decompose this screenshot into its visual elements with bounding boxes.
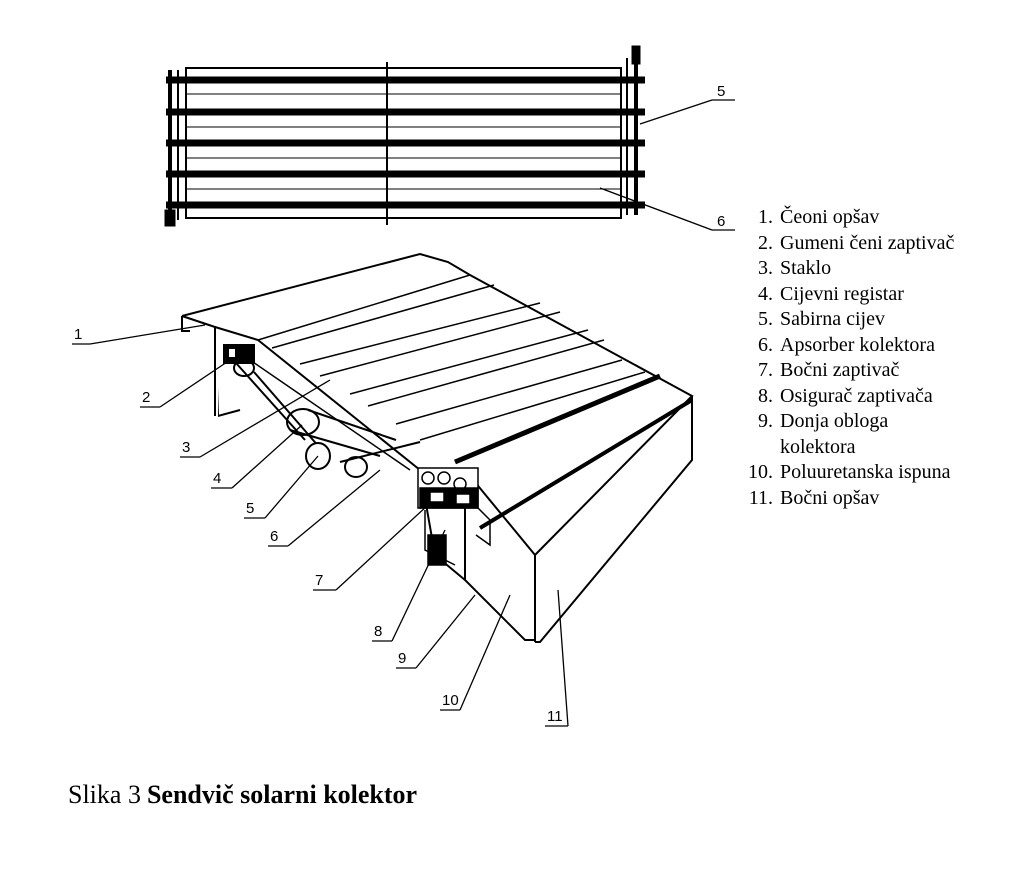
callout-2: 2 xyxy=(142,389,151,406)
pipes xyxy=(233,359,421,478)
legend-item: 2.Gumeni čeni zaptivač xyxy=(758,231,955,254)
legend-item: 6.Apsorber kolektora xyxy=(758,333,935,356)
legend-list: 1.Čeoni opšav 2.Gumeni čeni zaptivač 3.S… xyxy=(733,205,954,511)
leader-lines xyxy=(72,324,569,727)
top-view-register xyxy=(164,45,735,231)
callout-4: 4 xyxy=(213,470,222,487)
glass-lines xyxy=(257,274,646,441)
callout-5-top: 5 xyxy=(717,83,726,100)
callout-8: 8 xyxy=(374,623,383,640)
register-tubes xyxy=(166,76,645,209)
caption-prefix: Slika 3 xyxy=(68,780,141,809)
callout-9: 9 xyxy=(398,650,407,667)
legend-item: 4.Cijevni registar xyxy=(758,282,904,305)
legend-item: 5.Sabirna cijev xyxy=(758,308,885,330)
callout-5: 5 xyxy=(246,500,255,517)
callout-1: 1 xyxy=(74,326,83,343)
legend-item: 11.Bočni opšav xyxy=(748,486,880,509)
legend-item: 10.Poluuretanska ispuna xyxy=(748,461,951,483)
isometric-section xyxy=(72,252,694,727)
callout-10: 10 xyxy=(442,692,459,709)
legend-item: 7.Bočni zaptivač xyxy=(758,359,900,381)
caption-title: Sendvič solarni kolektor xyxy=(146,780,418,809)
right-seal xyxy=(417,467,491,566)
callout-11: 11 xyxy=(547,708,563,725)
callout-7: 7 xyxy=(315,572,324,589)
legend-item: 1.Čeoni opšav xyxy=(758,206,880,228)
legend-item: 3.Staklo xyxy=(758,257,832,279)
legend-item: 8.Osigurač zaptivača xyxy=(758,384,933,407)
callout-6-top: 6 xyxy=(717,213,726,230)
callout-6: 6 xyxy=(270,528,279,545)
callout-3: 3 xyxy=(182,439,191,456)
